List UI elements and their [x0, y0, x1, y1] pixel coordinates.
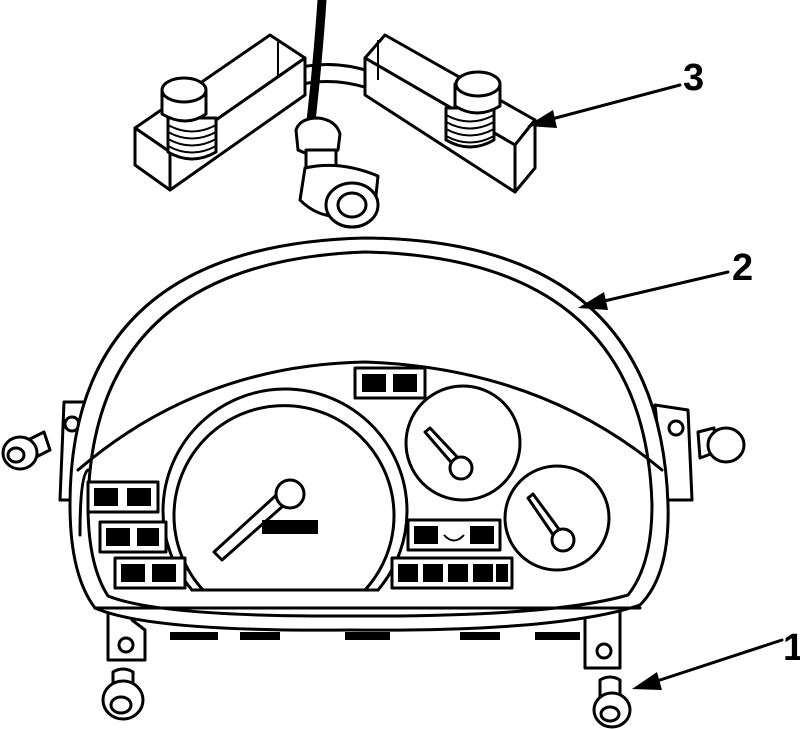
callout-arrow-2 — [578, 270, 730, 310]
screw-left-side-icon — [1, 430, 52, 471]
screw-bottom-left-icon — [101, 667, 145, 721]
temperature-gauge — [503, 464, 611, 572]
top-indicator-panel — [353, 366, 427, 400]
fuel-gauge — [404, 384, 522, 502]
speedometer-gauge — [161, 387, 409, 592]
left-indicator-panel-2 — [98, 520, 168, 554]
bulb-holder-assembly — [133, 0, 537, 229]
left-indicator-panel-1 — [86, 480, 160, 514]
right-bulb-icon — [444, 70, 502, 149]
screw-bottom-right-icon — [592, 675, 632, 729]
instrument-cluster — [58, 236, 694, 670]
bulb-socket-icon — [294, 116, 380, 229]
left-bulb-icon — [160, 76, 218, 161]
callout-label-2: 2 — [732, 247, 753, 289]
callout-label-1: 1 — [783, 627, 800, 669]
left-indicator-panel-3 — [113, 556, 187, 590]
screw-right-side-icon — [696, 426, 746, 464]
wire — [305, 0, 327, 135]
callout-arrow-3 — [527, 83, 682, 128]
center-indicator-panel — [406, 518, 502, 552]
bottom-indicator-panel — [390, 556, 514, 590]
callout-label-3: 3 — [683, 57, 704, 99]
callout-arrow-1 — [632, 638, 784, 690]
